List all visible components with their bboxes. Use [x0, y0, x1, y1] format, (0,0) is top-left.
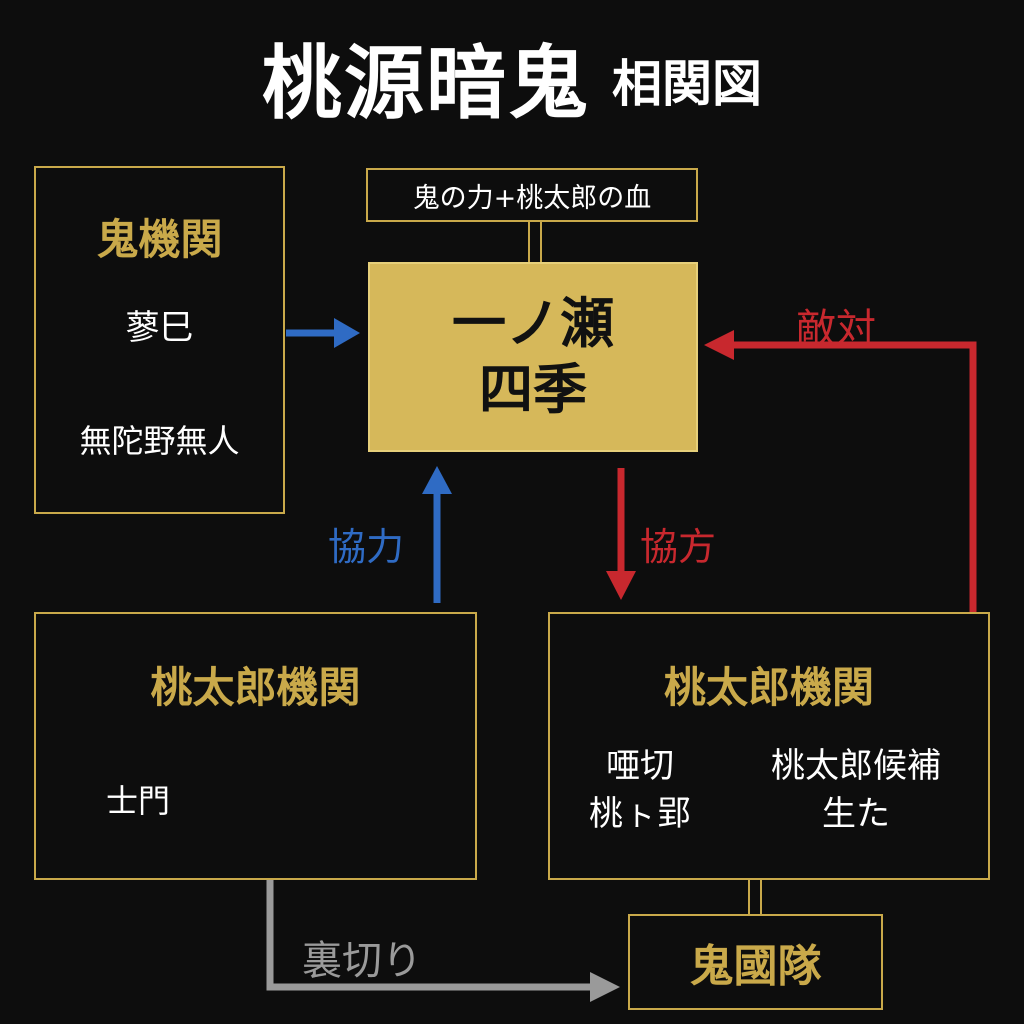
- center-character-box: 一ノ瀬 四季: [368, 262, 698, 452]
- arrowhead-betrayal: [590, 972, 620, 1002]
- momotaro-right-box: 桃太郎機関 唖切 桃ㇳ郢 桃太郎候補 生た: [548, 612, 990, 880]
- arrowhead-momotaro-left-to-center: [422, 466, 452, 494]
- page-subtitle: 相関図: [612, 55, 762, 113]
- label-cooperation-red: 協方: [640, 525, 717, 569]
- momotaro-right-col1: 唖切 桃ㇳ郢: [580, 742, 700, 838]
- arrowhead-hostile: [704, 330, 734, 360]
- label-betrayal: 裏切り: [302, 938, 422, 984]
- arrowhead-oni-to-center: [334, 318, 360, 348]
- center-name-line1: 一ノ瀬: [452, 291, 614, 355]
- oni-kikan-member: 無陀野無人: [79, 422, 240, 460]
- oni-koku-pointer: [748, 878, 762, 916]
- momotaro-left-box: 桃太郎機関 士門: [34, 612, 477, 880]
- title-area: 桃源暗鬼 相関図: [0, 22, 1024, 132]
- arrow-hostile: [730, 341, 977, 612]
- oni-koku-heading: 鬼國隊: [689, 941, 822, 992]
- oni-koku-box: 鬼國隊: [628, 914, 883, 1010]
- momotaro-right-heading: 桃太郎機関: [663, 663, 874, 712]
- callout-pointer: [528, 220, 542, 264]
- momotaro-right-member: 桃太郎候補: [771, 746, 941, 786]
- momotaro-left-member: 士門: [106, 782, 171, 820]
- label-cooperation-blue: 協力: [328, 525, 405, 569]
- arrow-betrayal: [266, 880, 594, 991]
- momotaro-right-member: 唖切: [606, 746, 674, 786]
- momotaro-right-member: 桃ㇳ郢: [589, 794, 691, 834]
- center-name-line2: 四季: [479, 357, 587, 421]
- label-hostile: 敵対: [796, 306, 876, 352]
- oni-kikan-box: 鬼機関 蓼巳 無陀野無人: [34, 166, 285, 514]
- callout-box: 鬼の力+桃太郎の血: [366, 168, 698, 222]
- momotaro-right-col2: 桃太郎候補 生た: [746, 742, 966, 838]
- momotaro-left-heading: 桃太郎機関: [150, 663, 361, 712]
- callout-text: 鬼の力+桃太郎の血: [412, 182, 652, 214]
- momotaro-right-member: 生た: [822, 794, 890, 834]
- oni-kikan-heading: 鬼機関: [96, 215, 223, 264]
- oni-kikan-member: 蓼巳: [125, 308, 194, 348]
- page-title: 桃源暗鬼: [262, 36, 590, 130]
- arrowhead-center-to-momotaro-right: [606, 571, 636, 600]
